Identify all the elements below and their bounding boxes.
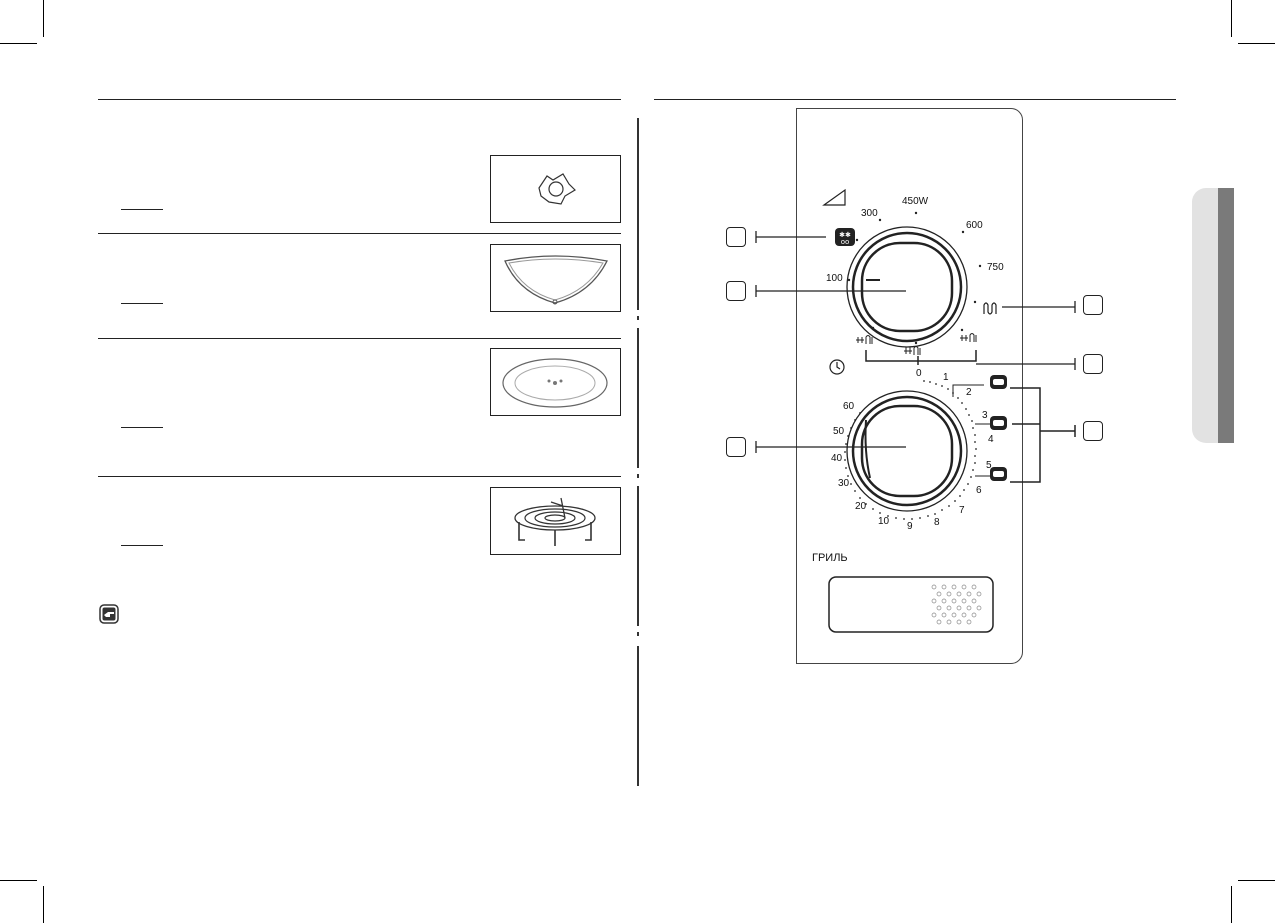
timer-label-1: 1 bbox=[943, 372, 949, 383]
header-rule-left bbox=[98, 99, 621, 100]
crop-mark bbox=[0, 880, 37, 881]
timer-label-3: 3 bbox=[982, 410, 988, 421]
crop-mark bbox=[1238, 43, 1275, 44]
callout-box bbox=[1083, 295, 1103, 315]
power-knob-ring bbox=[846, 226, 968, 348]
underline bbox=[121, 209, 163, 210]
power-label-750: 750 bbox=[987, 262, 1004, 273]
control-panel-drawing: ✱✱ oo bbox=[755, 188, 1076, 633]
callout-box bbox=[726, 227, 746, 247]
coupler-thumbnail bbox=[490, 155, 621, 223]
timer-label-9: 9 bbox=[907, 521, 913, 532]
power-knob bbox=[860, 241, 954, 333]
timer-label-2: 2 bbox=[966, 387, 972, 398]
crop-mark bbox=[1231, 0, 1232, 37]
timer-label-20: 20 bbox=[855, 501, 867, 512]
power-label-300: 300 bbox=[861, 208, 878, 219]
crop-mark bbox=[43, 886, 44, 923]
power-label-600: 600 bbox=[966, 220, 983, 231]
roller-ring-thumbnail bbox=[490, 244, 621, 312]
page-divider bbox=[637, 632, 639, 636]
timer-label-60: 60 bbox=[843, 401, 855, 412]
roller-ring-icon bbox=[504, 255, 608, 305]
page-divider bbox=[637, 118, 639, 310]
svg-text:oo: oo bbox=[841, 238, 850, 246]
grill-label: ГРИЛЬ bbox=[812, 552, 848, 564]
callout-box bbox=[726, 281, 746, 301]
timer-label-4: 4 bbox=[988, 434, 994, 445]
turntable-icon bbox=[502, 358, 608, 408]
callout-box bbox=[1083, 354, 1103, 374]
underline bbox=[121, 427, 163, 428]
page-divider bbox=[637, 316, 639, 320]
timer-label-0: 0 bbox=[916, 368, 922, 379]
crop-mark bbox=[1231, 886, 1232, 923]
combi-icon bbox=[856, 333, 977, 355]
note-hand-icon bbox=[99, 604, 119, 624]
power-wedge-icon bbox=[822, 188, 846, 206]
page-divider bbox=[637, 474, 639, 478]
turntable-thumbnail bbox=[490, 348, 621, 416]
program-icons bbox=[990, 375, 1007, 481]
crop-mark bbox=[1238, 880, 1275, 881]
timer-knob bbox=[860, 404, 954, 498]
underline bbox=[121, 303, 163, 304]
callout-box bbox=[726, 437, 746, 457]
header-rule-right bbox=[654, 99, 1176, 100]
chapter-tab bbox=[1192, 188, 1220, 443]
timer-knob-ring bbox=[846, 390, 968, 512]
page-divider bbox=[637, 328, 639, 468]
timer-label-7: 7 bbox=[959, 505, 965, 516]
callout-box bbox=[1083, 421, 1103, 441]
power-label-100: 100 bbox=[826, 273, 843, 284]
grill-rack-thumbnail bbox=[490, 487, 621, 555]
section-rule bbox=[98, 476, 621, 477]
page-divider bbox=[637, 646, 639, 786]
timer-label-30: 30 bbox=[838, 478, 850, 489]
grill-vent-holes bbox=[931, 584, 982, 625]
grill-icon bbox=[983, 302, 997, 315]
svg-text:✱✱: ✱✱ bbox=[839, 231, 851, 239]
section-rule bbox=[98, 338, 621, 339]
timer-label-6: 6 bbox=[976, 485, 982, 496]
timer-label-10: 10 bbox=[878, 516, 890, 527]
page-divider bbox=[637, 486, 639, 626]
chapter-tab-marker bbox=[1218, 188, 1234, 443]
timer-label-8: 8 bbox=[934, 517, 940, 528]
timer-label-50: 50 bbox=[833, 426, 845, 437]
defrost-icon: ✱✱ oo bbox=[835, 228, 855, 246]
grill-window bbox=[828, 576, 994, 633]
coupler-icon bbox=[538, 173, 576, 205]
clock-icon bbox=[829, 359, 845, 375]
grill-rack-icon bbox=[514, 497, 596, 546]
power-label-450: 450W bbox=[902, 196, 929, 207]
underline bbox=[121, 545, 163, 546]
timer-label-5: 5 bbox=[986, 460, 992, 471]
crop-mark bbox=[43, 0, 44, 37]
timer-label-40: 40 bbox=[831, 453, 843, 464]
crop-mark bbox=[0, 43, 37, 44]
control-panel bbox=[796, 108, 1023, 664]
section-rule bbox=[98, 233, 621, 234]
